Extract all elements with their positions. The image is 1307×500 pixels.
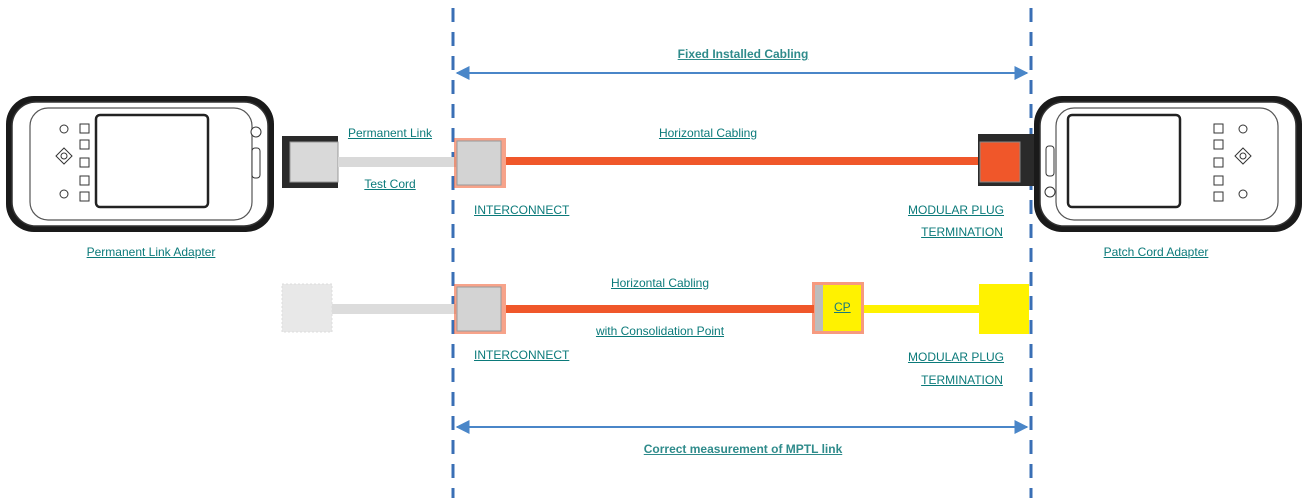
test-cord-label: Test Cord xyxy=(364,177,416,191)
interconnect-plug-bottom xyxy=(454,284,506,334)
permanent-link-label: Permanent Link xyxy=(347,126,433,140)
interconnect-plug-top xyxy=(454,138,506,188)
termination-bottom-label: TERMINATION xyxy=(921,373,1003,387)
correct-measurement-label: Correct measurement of MPTL link xyxy=(643,442,843,456)
right-tester-icon xyxy=(1034,96,1302,232)
left-tester-icon xyxy=(6,96,274,232)
cp-cable-yellow xyxy=(864,305,980,313)
faded-adapter-plug xyxy=(281,283,333,333)
horizontal-cable-bottom xyxy=(506,305,814,313)
horizontal-cable-top xyxy=(506,157,980,165)
termination-top-label: TERMINATION xyxy=(921,225,1003,239)
permanent-link-adapter-label: Permanent Link Adapter xyxy=(86,245,216,259)
modular-plug-top-label: MODULAR PLUG xyxy=(907,203,1005,217)
fixed-installed-cabling-label: Fixed Installed Cabling xyxy=(677,47,809,61)
with-consolidation-point-label: with Consolidation Point xyxy=(595,324,725,338)
faded-test-cord xyxy=(332,304,456,314)
cp-label: CP xyxy=(834,300,851,314)
consolidation-point-connector xyxy=(812,282,864,334)
modular-plug-termination-bottom xyxy=(979,284,1029,334)
interconnect-top-label: INTERCONNECT xyxy=(474,203,570,217)
interconnect-bottom-label: INTERCONNECT xyxy=(474,348,570,362)
modular-plug-bottom-label: MODULAR PLUG xyxy=(907,350,1005,364)
permanent-link-test-cord xyxy=(338,157,456,167)
permanent-link-adapter-plug xyxy=(282,136,339,188)
modular-plug-termination-top xyxy=(978,134,1034,186)
patch-cord-adapter-label: Patch Cord Adapter xyxy=(1103,245,1209,259)
horizontal-cabling-top-label: Horizontal Cabling xyxy=(658,126,758,140)
horizontal-cabling-bottom-label: Horizontal Cabling xyxy=(610,276,710,290)
